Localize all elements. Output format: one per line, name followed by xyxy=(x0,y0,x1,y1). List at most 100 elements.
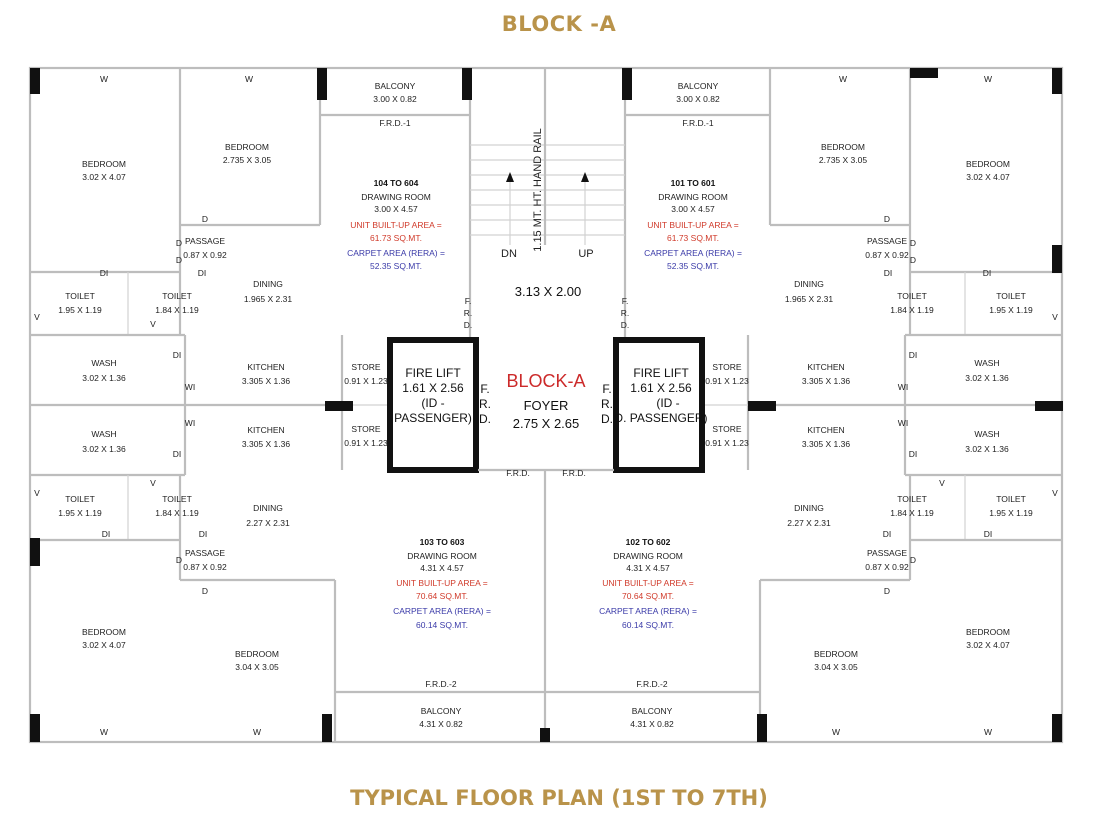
svg-text:61.73 SQ.MT.: 61.73 SQ.MT. xyxy=(667,233,719,243)
svg-text:1.84 X 1.19: 1.84 X 1.19 xyxy=(890,508,934,518)
svg-text:V: V xyxy=(150,319,156,329)
core-block-label: BLOCK-A xyxy=(506,371,585,391)
svg-text:1.95 X 1.19: 1.95 X 1.19 xyxy=(989,508,1033,518)
svg-text:3.00 X 0.82: 3.00 X 0.82 xyxy=(373,94,417,104)
unit-101-info: 101 TO 601 DRAWING ROOM 3.00 X 4.57 UNIT… xyxy=(644,178,742,271)
svg-text:0.87 X 0.92: 0.87 X 0.92 xyxy=(865,250,909,260)
kitchen-bottom-left: KITCHEN 3.305 X 1.36 xyxy=(242,425,290,449)
balcony-bottom-left: F.R.D.-2 BALCONY 4.31 X 0.82 xyxy=(419,679,463,729)
svg-text:D. PASSENGER): D. PASSENGER) xyxy=(614,411,707,425)
bedroom-bottom-right-inner: BEDROOM 3.04 X 3.05 xyxy=(814,649,858,672)
svg-text:(ID -: (ID - xyxy=(421,396,444,410)
frd-vertical-stair-left: F. R. D. xyxy=(464,296,473,330)
svg-text:TOILET: TOILET xyxy=(897,494,927,504)
svg-text:DI: DI xyxy=(198,268,207,278)
svg-text:3.02 X 4.07: 3.02 X 4.07 xyxy=(966,640,1010,650)
svg-text:F.R.D.-2: F.R.D.-2 xyxy=(636,679,667,689)
svg-text:0.87 X 0.92: 0.87 X 0.92 xyxy=(183,562,227,572)
svg-text:BEDROOM: BEDROOM xyxy=(235,649,279,659)
svg-text:60.14 SQ.MT.: 60.14 SQ.MT. xyxy=(416,620,468,630)
svg-text:4.31 X 0.82: 4.31 X 0.82 xyxy=(630,719,674,729)
bedroom-top-left-outer: BEDROOM 3.02 X 4.07 xyxy=(82,159,126,182)
svg-text:WI: WI xyxy=(185,382,195,392)
svg-text:STORE: STORE xyxy=(712,424,741,434)
svg-text:60.14 SQ.MT.: 60.14 SQ.MT. xyxy=(622,620,674,630)
svg-text:WASH: WASH xyxy=(91,429,116,439)
svg-text:2.27 X 2.31: 2.27 X 2.31 xyxy=(246,518,290,528)
svg-text:WI: WI xyxy=(185,418,195,428)
svg-text:UNIT BUILT-UP AREA =: UNIT BUILT-UP AREA = xyxy=(396,578,487,588)
svg-text:0.91 X 1.23: 0.91 X 1.23 xyxy=(705,376,749,386)
svg-text:BEDROOM: BEDROOM xyxy=(225,142,269,152)
svg-text:1.965 X 2.31: 1.965 X 2.31 xyxy=(785,294,833,304)
svg-text:BALCONY: BALCONY xyxy=(632,706,673,716)
passage-bottom-right: PASSAGE 0.87 X 0.92 xyxy=(865,548,909,572)
walls-right xyxy=(545,68,1062,742)
svg-text:PASSENGER): PASSENGER) xyxy=(394,411,472,425)
svg-text:PASSAGE: PASSAGE xyxy=(185,236,225,246)
svg-text:D.: D. xyxy=(464,320,473,330)
svg-text:3.02 X 1.36: 3.02 X 1.36 xyxy=(82,373,126,383)
svg-text:DRAWING ROOM: DRAWING ROOM xyxy=(658,192,728,202)
svg-text:V: V xyxy=(939,478,945,488)
svg-text:WASH: WASH xyxy=(91,358,116,368)
svg-text:DI: DI xyxy=(909,350,918,360)
svg-text:3.305 X 1.36: 3.305 X 1.36 xyxy=(242,439,290,449)
dining-top-right: DINING 1.965 X 2.31 xyxy=(785,279,833,304)
stair-dn-label: DN xyxy=(501,248,517,260)
opening-marks: W W W W W W W W D D D D D D D D D D DI D… xyxy=(34,74,1058,737)
walls-left xyxy=(30,68,547,742)
svg-text:4.31 X 0.82: 4.31 X 0.82 xyxy=(419,719,463,729)
svg-text:PASSAGE: PASSAGE xyxy=(185,548,225,558)
svg-text:4.31 X 4.57: 4.31 X 4.57 xyxy=(626,563,670,573)
svg-text:DI: DI xyxy=(883,529,892,539)
svg-text:D: D xyxy=(176,255,182,265)
svg-text:DINING: DINING xyxy=(794,503,824,513)
toilet-top-left-outer: TOILET 1.95 X 1.19 xyxy=(58,291,102,315)
svg-text:TOILET: TOILET xyxy=(996,291,1026,301)
wash-bottom-right: WASH 3.02 X 1.36 xyxy=(965,429,1009,454)
bedroom-top-left-inner: BEDROOM 2.735 X 3.05 xyxy=(223,142,271,165)
svg-text:52.35 SQ.MT.: 52.35 SQ.MT. xyxy=(370,261,422,271)
wash-bottom-left: WASH 3.02 X 1.36 xyxy=(82,429,126,454)
svg-text:WASH: WASH xyxy=(974,429,999,439)
fire-lift-left-shaft xyxy=(387,337,479,473)
svg-text:3.02 X 1.36: 3.02 X 1.36 xyxy=(965,373,1009,383)
svg-text:UNIT BUILT-UP AREA =: UNIT BUILT-UP AREA = xyxy=(350,220,441,230)
fire-lift-right-shaft xyxy=(613,337,705,473)
svg-text:BEDROOM: BEDROOM xyxy=(82,159,126,169)
svg-text:BEDROOM: BEDROOM xyxy=(966,159,1010,169)
svg-text:W: W xyxy=(100,74,108,84)
svg-text:TOILET: TOILET xyxy=(162,494,192,504)
svg-text:DI: DI xyxy=(909,449,918,459)
svg-text:D: D xyxy=(202,586,208,596)
svg-text:UNIT BUILT-UP AREA =: UNIT BUILT-UP AREA = xyxy=(602,578,693,588)
toilet-top-left-inner: TOILET 1.84 X 1.19 xyxy=(155,291,199,315)
svg-text:TOILET: TOILET xyxy=(162,291,192,301)
svg-text:D: D xyxy=(910,255,916,265)
svg-text:3.02 X 4.07: 3.02 X 4.07 xyxy=(82,172,126,182)
svg-text:W: W xyxy=(839,74,847,84)
svg-text:52.35 SQ.MT.: 52.35 SQ.MT. xyxy=(667,261,719,271)
svg-text:R.: R. xyxy=(601,397,613,411)
svg-text:W: W xyxy=(253,727,261,737)
svg-text:0.87 X 0.92: 0.87 X 0.92 xyxy=(183,250,227,260)
svg-text:TOILET: TOILET xyxy=(65,291,95,301)
svg-text:WASH: WASH xyxy=(974,358,999,368)
svg-text:DI: DI xyxy=(984,529,993,539)
bedroom-top-right-outer: BEDROOM 3.02 X 4.07 xyxy=(966,159,1010,182)
svg-text:UNIT BUILT-UP AREA =: UNIT BUILT-UP AREA = xyxy=(647,220,738,230)
svg-text:TOILET: TOILET xyxy=(65,494,95,504)
svg-text:D: D xyxy=(910,238,916,248)
svg-text:STORE: STORE xyxy=(351,362,380,372)
svg-text:0.87 X 0.92: 0.87 X 0.92 xyxy=(865,562,909,572)
svg-text:2.735 X 3.05: 2.735 X 3.05 xyxy=(223,155,271,165)
svg-text:DRAWING ROOM: DRAWING ROOM xyxy=(407,551,477,561)
bedroom-bottom-right-outer: BEDROOM 3.02 X 4.07 xyxy=(966,627,1010,650)
fire-lift-left-label: FIRE LIFT 1.61 X 2.56 (ID - PASSENGER) xyxy=(394,366,472,425)
svg-text:BEDROOM: BEDROOM xyxy=(82,627,126,637)
svg-text:F.R.D.-1: F.R.D.-1 xyxy=(682,118,713,128)
svg-text:DI: DI xyxy=(173,350,182,360)
kitchen-top-right: KITCHEN 3.305 X 1.36 xyxy=(802,362,850,386)
